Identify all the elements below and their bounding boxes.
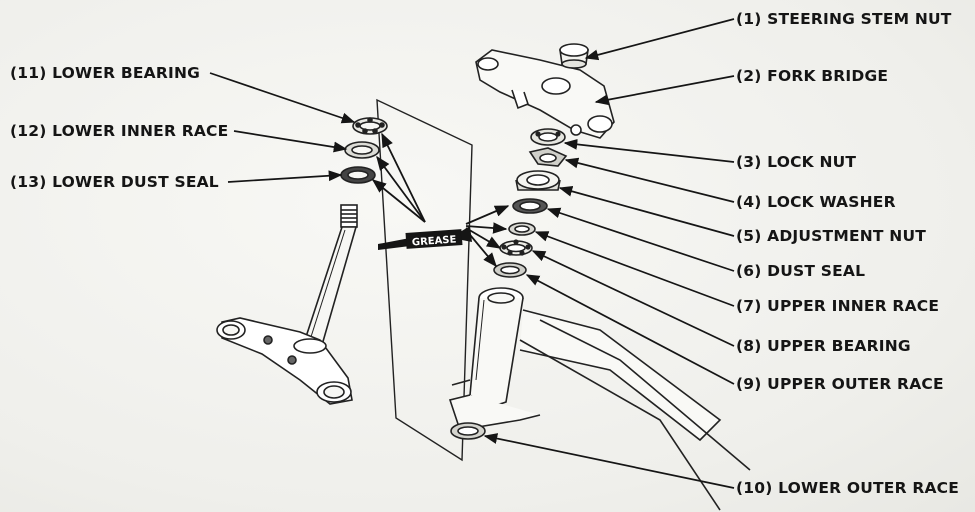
callout-fork-bridge: (2) FORK BRIDGE <box>736 67 889 85</box>
upper-inner-race-part <box>508 222 536 236</box>
grease-arrows <box>371 132 510 268</box>
adjustment-nut-part <box>515 170 561 191</box>
grease-plane <box>376 98 473 462</box>
grease-label: GREASE <box>412 234 457 248</box>
lock-nut-part <box>530 128 566 146</box>
fork-bridge-part <box>475 49 615 139</box>
lower-outer-race-part <box>450 422 486 440</box>
lock-washer-part <box>528 147 568 167</box>
callout-dust-seal: (6) DUST SEAL <box>736 262 866 280</box>
steering-stem-nut-part <box>559 43 589 69</box>
callout-lock-washer: (4) LOCK WASHER <box>736 193 896 211</box>
dust-seal-part <box>512 198 548 214</box>
lower-dust-seal-part <box>340 166 376 184</box>
lower-bearing-part <box>352 117 388 135</box>
callout-upper-bearing: (8) UPPER BEARING <box>736 337 911 355</box>
grease-tube-icon: GREASE <box>378 226 472 250</box>
callout-lock-nut: (3) LOCK NUT <box>736 153 857 171</box>
callout-steering-stem-nut: (1) STEERING STEM NUT <box>736 10 952 28</box>
callout-lower-bearing: (11) LOWER BEARING <box>10 64 201 82</box>
callout-lower-outer-race: (10) LOWER OUTER RACE <box>736 479 960 497</box>
leader-lines <box>209 18 735 489</box>
frame-head-pipe <box>448 287 751 511</box>
callout-lower-inner-race: (12) LOWER INNER RACE <box>10 122 229 140</box>
upper-bearing-part <box>499 239 533 256</box>
steering-stem-part <box>216 204 358 405</box>
callout-upper-inner-race: (7) UPPER INNER RACE <box>736 297 940 315</box>
callout-lower-dust-seal: (13) LOWER DUST SEAL <box>10 173 219 191</box>
callout-upper-outer-race: (9) UPPER OUTER RACE <box>736 375 944 393</box>
callout-adjustment-nut: (5) ADJUSTMENT NUT <box>736 227 927 245</box>
lower-inner-race-part <box>344 141 380 159</box>
upper-outer-race-part <box>493 262 527 278</box>
